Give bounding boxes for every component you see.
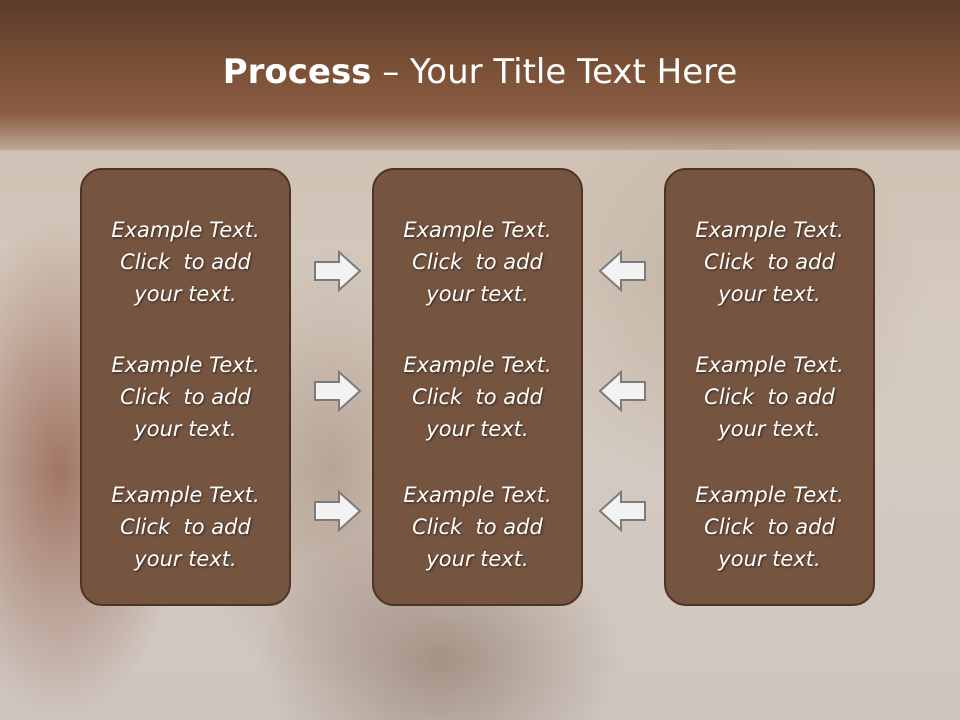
text-line: Example Text. [111,218,260,242]
text-line: Example Text. [403,218,552,242]
text-line: your text. [134,547,237,571]
text-line: Click to add [704,250,835,274]
title-band [0,0,960,150]
text-line: your text. [426,282,529,306]
text-placeholder[interactable]: Example Text. Click to add your text. [374,479,581,575]
text-line: Example Text. [111,483,260,507]
text-line: Click to add [704,515,835,539]
left-arrow-icon[interactable] [597,369,647,413]
text-line: Click to add [412,515,543,539]
text-line: Click to add [120,515,251,539]
right-arrow-icon[interactable] [313,369,363,413]
text-line: Example Text. [403,353,552,377]
text-line: Click to add [412,250,543,274]
text-placeholder[interactable]: Example Text. Click to add your text. [82,214,289,310]
right-arrow-icon[interactable] [313,489,363,533]
text-line: Example Text. [111,353,260,377]
text-line: your text. [134,417,237,441]
process-box-right[interactable]: Example Text. Click to add your text. Ex… [664,168,875,606]
title-bold: Process [222,52,372,92]
text-line: Example Text. [695,483,844,507]
right-arrow-icon[interactable] [313,249,363,293]
text-placeholder[interactable]: Example Text. Click to add your text. [666,214,873,310]
text-line: Example Text. [403,483,552,507]
text-placeholder[interactable]: Example Text. Click to add your text. [374,349,581,445]
title-rest: – Your Title Text Here [371,52,738,92]
text-line: Click to add [412,385,543,409]
left-arrow-icon[interactable] [597,489,647,533]
text-line: Example Text. [695,353,844,377]
text-placeholder[interactable]: Example Text. Click to add your text. [666,349,873,445]
text-placeholder[interactable]: Example Text. Click to add your text. [374,214,581,310]
text-placeholder[interactable]: Example Text. Click to add your text. [82,479,289,575]
process-box-middle[interactable]: Example Text. Click to add your text. Ex… [372,168,583,606]
text-line: your text. [426,547,529,571]
left-arrow-icon[interactable] [597,249,647,293]
text-line: your text. [718,547,821,571]
text-line: Click to add [120,250,251,274]
text-placeholder[interactable]: Example Text. Click to add your text. [82,349,289,445]
slide-title[interactable]: Process – Your Title Text Here [0,52,960,92]
text-line: your text. [718,282,821,306]
text-line: your text. [426,417,529,441]
process-box-left[interactable]: Example Text. Click to add your text. Ex… [80,168,291,606]
text-placeholder[interactable]: Example Text. Click to add your text. [666,479,873,575]
text-line: Click to add [704,385,835,409]
text-line: Example Text. [695,218,844,242]
text-line: your text. [718,417,821,441]
text-line: Click to add [120,385,251,409]
text-line: your text. [134,282,237,306]
